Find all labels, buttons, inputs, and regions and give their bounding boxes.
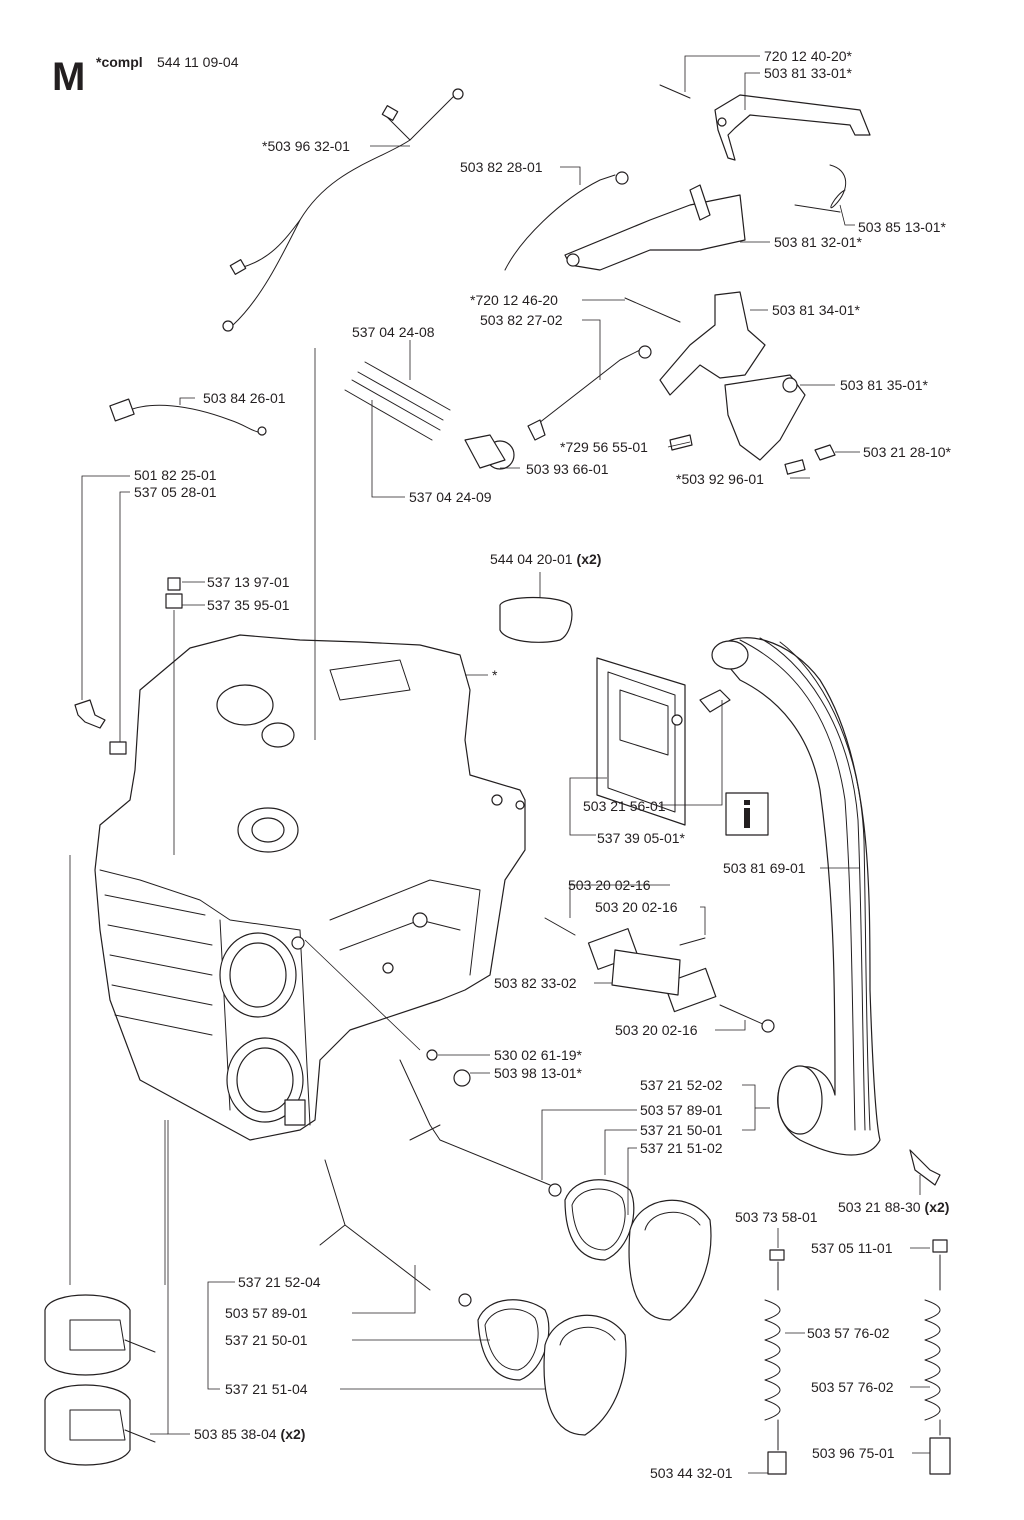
label-503-81-34-01: 503 81 34-01* bbox=[772, 302, 861, 318]
label-503-81-33-01: 503 81 33-01* bbox=[764, 65, 853, 81]
label-537-05-11-01: 537 05 11-01 bbox=[811, 1240, 893, 1256]
label-503-44-32-01: 503 44 32-01 bbox=[650, 1465, 733, 1481]
throttle-trigger-drawing bbox=[504, 84, 871, 271]
label-503-57-76-02-b: 503 57 76-02 bbox=[811, 1379, 894, 1395]
label-544-04-20-01: 544 04 20-01(x2) bbox=[490, 551, 601, 567]
label-530-02-61-19: 530 02 61-19* bbox=[494, 1047, 583, 1063]
part-drawings bbox=[44, 84, 951, 1475]
caps-drawing bbox=[319, 1059, 712, 1436]
av-mounts-drawing bbox=[44, 1294, 156, 1466]
compl-prefix: *compl bbox=[96, 54, 143, 70]
label-asterisk: * bbox=[492, 667, 498, 683]
leader-lines bbox=[69, 55, 930, 1474]
label-503-57-76-02-a: 503 57 76-02 bbox=[807, 1325, 890, 1341]
part-labels: *503 96 32-01 720 12 40-20* 503 81 33-01… bbox=[134, 48, 952, 1481]
label-537-21-50-01-b: 537 21 50-01 bbox=[225, 1332, 308, 1348]
label-503-81-69-01: 503 81 69-01 bbox=[723, 860, 806, 876]
label-503-85-13-01: 503 85 13-01* bbox=[858, 219, 947, 235]
label-503-81-32-01: 503 81 32-01* bbox=[774, 234, 863, 250]
label-503-57-89-01-a: 503 57 89-01 bbox=[640, 1102, 723, 1118]
label-503-92-96-01: *503 92 96-01 bbox=[676, 471, 764, 487]
label-503-98-13-01: 503 98 13-01* bbox=[494, 1065, 583, 1081]
label-503-21-56-01: 503 21 56-01 bbox=[583, 798, 666, 814]
label-537-21-52-02: 537 21 52-02 bbox=[640, 1077, 723, 1093]
label-503-96-75-01: 503 96 75-01 bbox=[812, 1445, 895, 1461]
label-503-84-26-01: 503 84 26-01 bbox=[203, 390, 286, 406]
rods-drawing bbox=[344, 361, 515, 470]
label-503-82-33-02: 503 82 33-02 bbox=[494, 975, 577, 991]
cap-drawing bbox=[499, 596, 573, 643]
label-503-82-27-02: 503 82 27-02 bbox=[480, 312, 563, 328]
label-537-04-24-08: 537 04 24-08 bbox=[352, 324, 435, 340]
label-537-04-24-09: 537 04 24-09 bbox=[409, 489, 492, 505]
label-503-73-58-01: 503 73 58-01 bbox=[735, 1209, 818, 1225]
label-537-21-50-01-a: 537 21 50-01 bbox=[640, 1122, 723, 1138]
front-handle-drawing bbox=[711, 637, 941, 1186]
throttle-lock-drawing bbox=[527, 291, 836, 475]
label-503-93-66-01: 503 93 66-01 bbox=[526, 461, 609, 477]
label-503-20-02-16-c: 503 20 02-16 bbox=[615, 1022, 698, 1038]
label-729-56-55-01: *729 56 55-01 bbox=[560, 439, 648, 455]
label-537-05-28-01: 537 05 28-01 bbox=[134, 484, 217, 500]
hoses-drawing bbox=[764, 1239, 951, 1475]
compl-number: 544 11 09-04 bbox=[157, 54, 239, 70]
label-537-21-52-04: 537 21 52-04 bbox=[238, 1274, 321, 1290]
label-503-85-38-04: 503 85 38-04(x2) bbox=[194, 1426, 305, 1442]
tank-housing-drawing bbox=[94, 634, 526, 1141]
wrench-icon bbox=[725, 792, 769, 836]
section-letter: M bbox=[52, 55, 85, 99]
label-720-12-46-20: *720 12 46-20 bbox=[470, 292, 558, 308]
label-537-39-05-01: 537 39 05-01* bbox=[597, 830, 686, 846]
label-503-21-28-10: 503 21 28-10* bbox=[863, 444, 952, 460]
cable-drawing bbox=[109, 398, 267, 436]
label-503-20-02-16-b: 503 20 02-16 bbox=[595, 899, 678, 915]
fittings-drawing bbox=[74, 577, 183, 755]
wire-harness-drawing bbox=[222, 88, 464, 332]
choke-rod-drawing bbox=[426, 917, 775, 1087]
label-503-81-35-01: 503 81 35-01* bbox=[840, 377, 929, 393]
label-537-21-51-02: 537 21 51-02 bbox=[640, 1140, 723, 1156]
label-503-21-88-30: 503 21 88-30(x2) bbox=[838, 1199, 949, 1215]
label-503-20-02-16-a: 503 20 02-16 bbox=[568, 877, 651, 893]
label-503-57-89-01-b: 503 57 89-01 bbox=[225, 1305, 308, 1321]
label-503-82-28-01: 503 82 28-01 bbox=[460, 159, 543, 175]
label-501-82-25-01: 501 82 25-01 bbox=[134, 467, 217, 483]
label-537-35-95-01: 537 35 95-01 bbox=[207, 597, 290, 613]
label-537-13-97-01: 537 13 97-01 bbox=[207, 574, 290, 590]
filter-drawing bbox=[596, 657, 731, 826]
label-503-96-32-01: *503 96 32-01 bbox=[262, 138, 350, 154]
label-537-21-51-04: 537 21 51-04 bbox=[225, 1381, 308, 1397]
label-720-12-40-20: 720 12 40-20* bbox=[764, 48, 853, 64]
